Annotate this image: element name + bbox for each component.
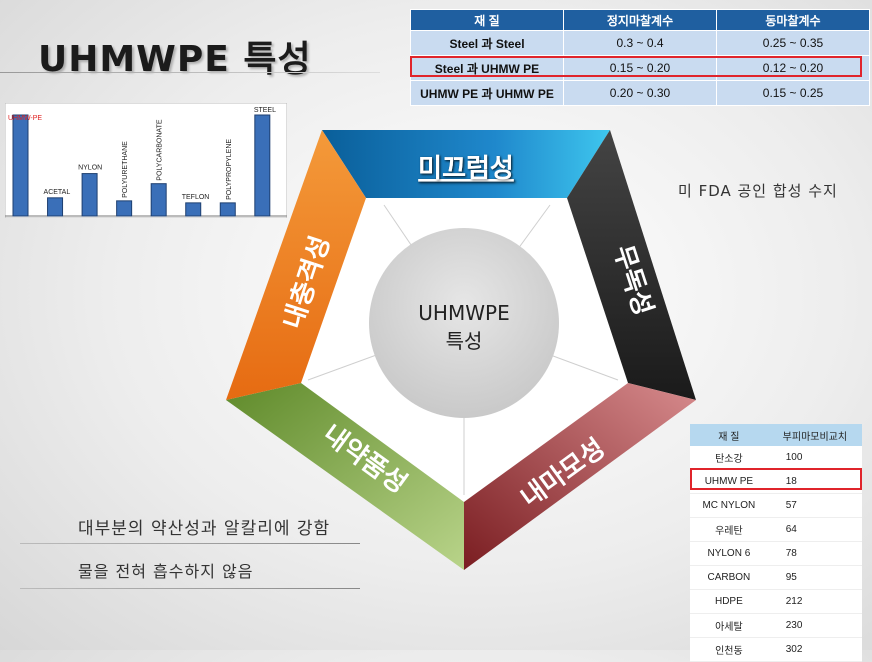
center-circle (369, 228, 559, 418)
bar-polycarbonate (150, 183, 167, 217)
segment-left (226, 130, 366, 400)
note-acid-alkali: 대부분의 약산성과 알칼리에 강함 (78, 519, 331, 539)
bar-label-acetal: ACETAL (44, 189, 71, 196)
bar-label-steel: STEEL (254, 107, 276, 114)
friction-header-material: 재 질 (410, 9, 564, 31)
segment-bottom-left (226, 383, 464, 570)
bar-label-polycarbonate: POLYCARBONATE (157, 119, 164, 181)
wear-bar-chart: UHMW-PE ACETAL NYLON POLYURETHANE POLYCARBON… (5, 103, 287, 218)
bar-steel (254, 114, 271, 217)
title-underline (0, 72, 380, 73)
label-top: 미끄럼성 (418, 154, 514, 184)
note-divider (20, 543, 360, 544)
wear-header-value: 부피마모비교치 (767, 424, 862, 446)
bar-nylon (81, 173, 98, 217)
center-line1: UHMWPE (418, 301, 509, 325)
segment-top (322, 130, 610, 198)
table-row: UHMW PE 과 UHMW PE 0.20 ~ 0.30 0.15 ~ 0.2… (410, 80, 870, 106)
bar-teflon (185, 202, 202, 217)
friction-highlight-box (410, 56, 862, 77)
friction-header-static: 정지마찰계수 (563, 9, 717, 31)
note-water: 물을 전혀 흡수하지 않음 (78, 562, 254, 581)
page-title: UHMWPE 특성 (38, 39, 312, 80)
bar-label-polyurethane: POLYURETHANE (122, 141, 129, 198)
segment-right (567, 130, 696, 400)
center-line2: 특성 (446, 329, 483, 353)
bar-polyurethane (116, 200, 133, 217)
segment-bottom-right (464, 383, 696, 570)
bar-label-polypropylene: POLYPROPYLENE (226, 139, 233, 200)
note-divider (20, 588, 360, 589)
bar-label-nylon: NYLON (78, 165, 102, 172)
wear-highlight-box (690, 468, 862, 490)
bar-label-teflon: TEFLON (182, 194, 210, 201)
bar-acetal (47, 197, 64, 217)
fda-note: 미 FDA 공인 합성 수지 (678, 182, 838, 200)
friction-header-kinetic: 동마찰계수 (716, 9, 870, 31)
bar-uhmw-pe (12, 114, 29, 217)
wear-header-material: 재 질 (690, 424, 768, 446)
table-row: Steel 과 Steel 0.3 ~ 0.4 0.25 ~ 0.35 (410, 30, 870, 56)
bar-label-uhmw-pe: UHMW-PE (8, 115, 42, 122)
bar-polypropylene (219, 202, 236, 217)
